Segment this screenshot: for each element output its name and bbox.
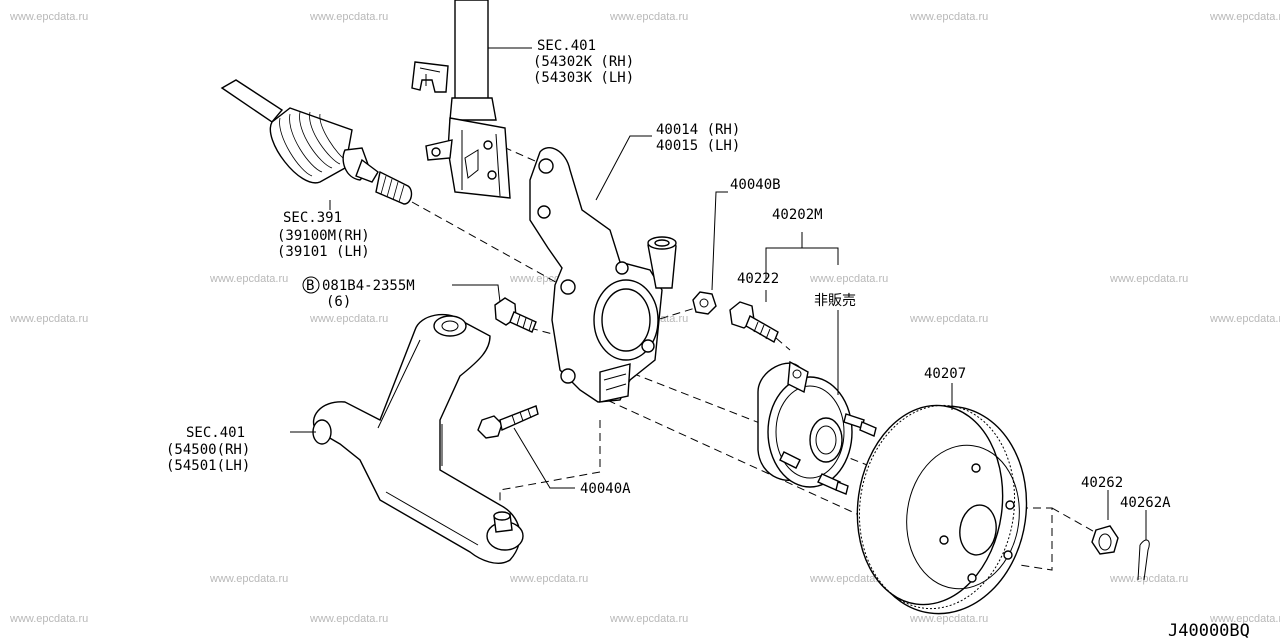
label-knuckle-lh: 40015 (LH) bbox=[656, 138, 740, 154]
watermark-text: www.epcdata.ru bbox=[309, 313, 388, 325]
label-arm-lh: (54501(LH) bbox=[166, 458, 250, 474]
watermark-text: www.epcdata.ru bbox=[309, 11, 388, 23]
watermark-text: www.epcdata.ru bbox=[1209, 313, 1280, 325]
watermark-text: www.epcdata.ru bbox=[1109, 273, 1188, 285]
strut-assembly bbox=[411, 0, 511, 199]
label-40222: 40222 bbox=[737, 271, 779, 287]
watermark-text: www.epcdata.ru bbox=[909, 613, 988, 625]
watermark-text: www.epcdata.ru bbox=[209, 573, 288, 585]
bolt-081b4 bbox=[494, 297, 537, 333]
watermark-text: www.epcdata.ru bbox=[809, 573, 888, 585]
nut-40040b bbox=[692, 291, 717, 315]
cotter-pin-40262a bbox=[1137, 539, 1150, 581]
label-strut-lh: (54303K (LH) bbox=[533, 70, 634, 86]
label-sec391: SEC.391 bbox=[283, 210, 342, 226]
watermark-text: www.epcdata.ru bbox=[809, 273, 888, 285]
label-40202m: 40202M bbox=[772, 207, 823, 223]
brake-rotor bbox=[856, 404, 1028, 615]
label-strut-rh: (54302K (RH) bbox=[533, 54, 634, 70]
label-sec401-top: SEC.401 bbox=[537, 38, 596, 54]
watermark-text: www.epcdata.ru bbox=[9, 11, 88, 23]
watermark-layer: www.epcdata.ru www.epcdata.ru www.epcdata.… bbox=[9, 11, 1280, 625]
label-arm-rh: (54500(RH) bbox=[166, 442, 250, 458]
label-bolt-code: 081B4-2355M bbox=[322, 278, 415, 294]
steering-knuckle bbox=[529, 147, 677, 403]
label-shaft-rh: (39100M(RH) bbox=[277, 228, 370, 244]
label-sec401-arm: SEC.401 bbox=[186, 425, 245, 441]
watermark-text: www.epcdata.ru bbox=[309, 613, 388, 625]
label-40262: 40262 bbox=[1081, 475, 1123, 491]
label-bolt-qty: (6) bbox=[326, 294, 351, 310]
label-40207: 40207 bbox=[924, 366, 966, 382]
callout-labels: SEC.401 (54302K (RH) (54303K (LH) 40014 … bbox=[166, 38, 1250, 640]
hub-assembly bbox=[757, 360, 877, 495]
watermark-text: www.epcdata.ru bbox=[1109, 573, 1188, 585]
watermark-text: www.epcdata.ru bbox=[9, 613, 88, 625]
label-shaft-lh: (39101 (LH) bbox=[277, 244, 370, 260]
watermark-text: www.epcdata.ru bbox=[609, 11, 688, 23]
watermark-text: www.epcdata.ru bbox=[1209, 613, 1280, 625]
bolt-40040a bbox=[477, 405, 539, 439]
watermark-text: www.epcdata.ru bbox=[1209, 11, 1280, 23]
watermark-text: www.epcdata.ru bbox=[209, 273, 288, 285]
diagram-code: J40000BQ bbox=[1168, 621, 1250, 640]
label-40262a: 40262A bbox=[1120, 495, 1171, 511]
watermark-text: www.epcdata.ru bbox=[9, 313, 88, 325]
label-40040a: 40040A bbox=[580, 481, 631, 497]
label-not-for-sale: 非販売 bbox=[814, 293, 856, 309]
drive-shaft bbox=[220, 79, 413, 205]
watermark-text: www.epcdata.ru bbox=[909, 313, 988, 325]
watermark-text: www.epcdata.ru bbox=[509, 573, 588, 585]
hub-bolt-40222 bbox=[729, 301, 779, 344]
label-knuckle-rh: 40014 (RH) bbox=[656, 122, 740, 138]
lower-control-arm bbox=[312, 313, 524, 564]
bolt-marker-circle bbox=[302, 276, 320, 294]
watermark-text: www.epcdata.ru bbox=[609, 613, 688, 625]
hub-nut-40262 bbox=[1091, 525, 1119, 555]
label-bolt-prefix: B bbox=[306, 278, 314, 294]
label-40040b: 40040B bbox=[730, 177, 781, 193]
leader-lines bbox=[290, 47, 1147, 540]
watermark-text: www.epcdata.ru bbox=[909, 11, 988, 23]
